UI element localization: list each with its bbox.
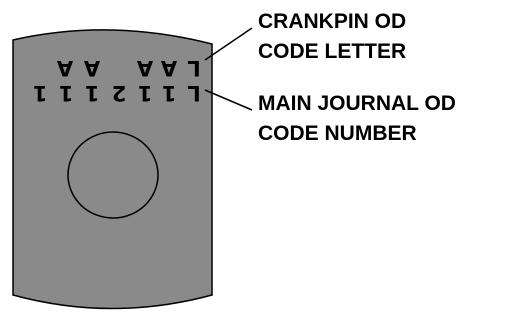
code-number: 1 [162,81,177,105]
code-letter: A [56,56,73,80]
code-letter: A [160,56,177,80]
journal-label-line1: MAIN JOURNAL OD [258,92,456,115]
journal-circle [67,131,159,219]
crankpin-label-line1: CRANKPIN OD [258,10,406,33]
code-number: 2 [112,81,127,105]
code-number: 1 [33,81,48,105]
code-number: 1 [85,81,100,105]
code-number: 1 [138,81,153,105]
crankpin-label-line2: CODE LETTER [258,40,406,63]
journal-label-line2: CODE NUMBER [258,122,417,145]
journal-leader-line [204,89,253,111]
code-letter: L [187,56,200,80]
code-number: 1 [59,81,74,105]
code-letter: A [83,56,100,80]
code-number: L [187,81,200,105]
code-letter: A [136,56,153,80]
crankpin-code-letters: A A A A L [56,56,201,80]
crankpin-leader-line [204,27,253,61]
journal-code-numbers: 1 1 1 2 1 1 L [33,81,201,105]
